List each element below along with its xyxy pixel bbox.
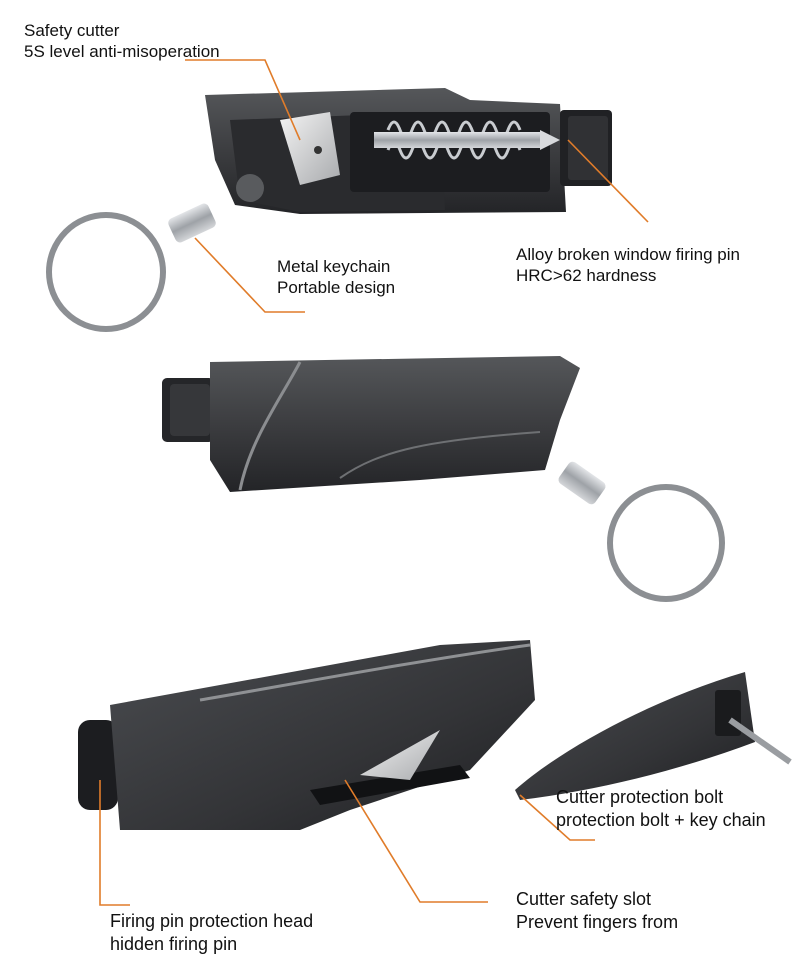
callout-bolt <box>519 794 595 841</box>
callout-slot <box>344 779 488 903</box>
angled-view-tool <box>78 640 535 830</box>
callout-lines <box>99 59 649 906</box>
label-line: HRC>62 hardness <box>516 266 657 285</box>
callout-head <box>99 780 130 906</box>
label-line: hidden firing pin <box>110 934 238 954</box>
label-protection-head: Firing pin protection head hidden firing… <box>110 910 313 956</box>
label-metal-keychain: Metal keychain Portable design <box>277 256 395 298</box>
label-line: Prevent fingers from <box>516 912 679 932</box>
label-line: protection bolt + key chain <box>556 810 766 830</box>
side-view-tool <box>162 356 725 602</box>
label-line: 5S level anti-misoperation <box>24 42 220 61</box>
key-ring <box>46 212 166 332</box>
label-safety-cutter: Safety cutter 5S level anti-misoperation <box>24 20 220 62</box>
callout-cutter <box>185 59 301 141</box>
callout-keychain <box>194 237 305 313</box>
label-line: Alloy broken window firing pin <box>516 245 740 264</box>
end-view-tool <box>515 672 792 800</box>
label-line: Metal keychain <box>277 257 391 276</box>
callout-pin <box>567 139 649 223</box>
label-firing-pin: Alloy broken window firing pin HRC>62 ha… <box>516 244 740 286</box>
label-line: Firing pin protection head <box>110 911 314 931</box>
label-safety-slot: Cutter safety slot Prevent fingers from <box>516 888 678 934</box>
label-protection-bolt: Cutter protection bolt protection bolt +… <box>556 786 766 832</box>
label-line: Safety cutter <box>24 21 120 40</box>
label-line: Cutter safety slot <box>516 889 652 909</box>
label-line: Portable design <box>277 278 396 297</box>
label-line: Cutter protection bolt <box>556 787 724 807</box>
